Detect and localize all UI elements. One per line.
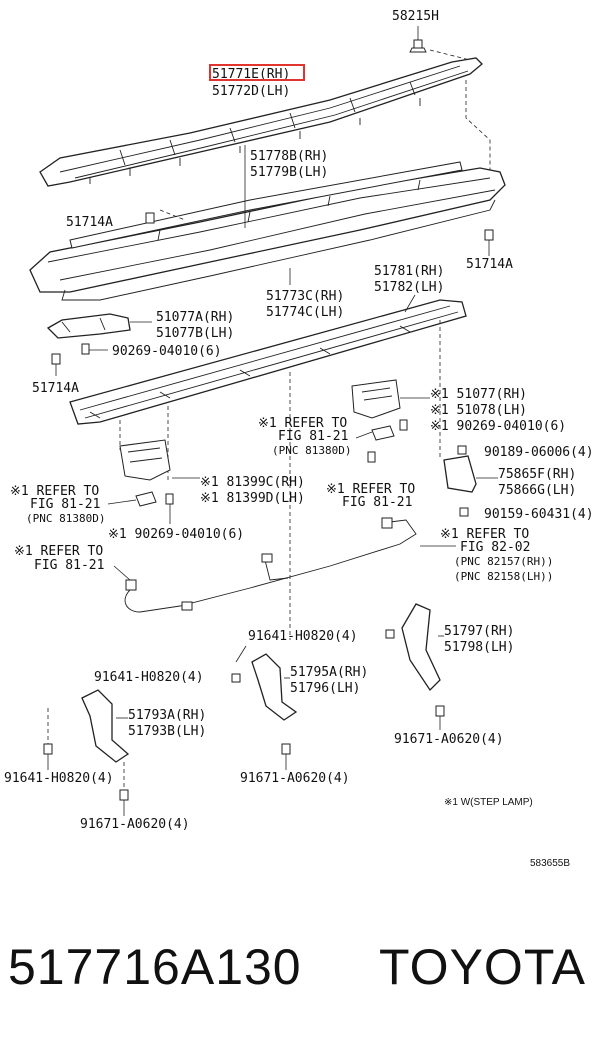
step-bracket-51795A[interactable] xyxy=(251,653,298,721)
step-board-part[interactable] xyxy=(29,167,506,301)
step-bracket-51793A[interactable] xyxy=(81,689,130,763)
callout-51781: 51781(RH) xyxy=(374,264,444,279)
callout-51714A-left: 51714A xyxy=(66,215,113,230)
ref-note-3-line2: FIG 81-21 xyxy=(30,497,100,512)
bolt-51714A-right[interactable] xyxy=(484,229,494,241)
callout-90269-right: ※1 90269-04010(6) xyxy=(430,419,566,434)
callout-51714A-bottom: 51714A xyxy=(32,381,79,396)
ref-note-1-line3: (PNC 81380D) xyxy=(272,444,351,457)
bolt-91671-right[interactable] xyxy=(435,705,445,730)
ref-note-5-line4: (PNC 82158(LH)) xyxy=(454,570,553,583)
ref-note-2-line2: FIG 81-21 xyxy=(342,495,412,510)
ref-note-5-line3: (PNC 82157(RH)) xyxy=(454,555,553,568)
screw-90269-mid[interactable] xyxy=(165,493,174,524)
callout-81399C: ※1 81399C(RH) xyxy=(200,475,305,490)
lamp-cover-75865F[interactable] xyxy=(443,455,477,493)
clip-58215H[interactable] xyxy=(409,39,427,53)
footer: 517716A130 TOYOTA xyxy=(0,938,600,1008)
callout-51774C: 51774C(LH) xyxy=(266,305,344,320)
ref-note-1-line1: ※1 REFER TO xyxy=(258,416,347,431)
callout-91641-left: 91641-H0820(4) xyxy=(94,670,204,685)
clip-90159[interactable] xyxy=(459,507,469,517)
ref-note-4-line1: ※1 REFER TO xyxy=(14,544,103,559)
ref-note-5-line1: ※1 REFER TO xyxy=(440,527,529,542)
bolt-91641-mid[interactable] xyxy=(231,673,241,683)
bolt-51714A-bottom[interactable] xyxy=(51,353,61,376)
callout-90269-mid: ※1 90269-04010(6) xyxy=(108,527,244,542)
callout-51773C: 51773C(RH) xyxy=(266,289,344,304)
callout-90189: 90189-06006(4) xyxy=(484,445,594,460)
highlight-box xyxy=(209,64,305,81)
bolt-91641-right[interactable] xyxy=(385,629,395,639)
ref-note-3-line3: (PNC 81380D) xyxy=(26,512,105,525)
callout-91641-bottom: 91641-H0820(4) xyxy=(4,771,114,786)
step-cover-part[interactable] xyxy=(39,57,483,187)
callout-91671-left: 91671-A0620(4) xyxy=(80,817,190,832)
screw-lamp-mid[interactable] xyxy=(367,451,376,463)
bracket-51077[interactable] xyxy=(351,379,401,419)
callout-91671-right: 91671-A0620(4) xyxy=(394,732,504,747)
callout-90159: 90159-60431(4) xyxy=(484,507,594,522)
callout-51782: 51782(LH) xyxy=(374,280,444,295)
callout-51077A: 51077A(RH) xyxy=(156,310,234,325)
footnote: ※1 W(STEP LAMP) xyxy=(444,797,533,808)
part-number: 517716A130 xyxy=(8,939,302,995)
lamp-bracket-81399C[interactable] xyxy=(119,439,171,481)
inner-rail-part[interactable] xyxy=(69,161,463,249)
ref-note-1-line2: FIG 81-21 xyxy=(278,429,348,444)
callout-75865F: 75865F(RH) xyxy=(498,467,576,482)
callout-58215H: 58215H xyxy=(392,9,439,24)
brand-name: TOYOTA xyxy=(379,939,586,995)
bolt-91641-left[interactable] xyxy=(43,743,53,770)
ref-note-2-line1: ※1 REFER TO xyxy=(326,482,415,497)
clip-90189[interactable] xyxy=(457,445,467,455)
callout-51714A-right: 51714A xyxy=(466,257,513,272)
callout-51779B: 51779B(LH) xyxy=(250,165,328,180)
callout-51797: 51797(RH) xyxy=(444,624,514,639)
bolt-91671-left[interactable] xyxy=(119,789,129,816)
screw-90269-left[interactable] xyxy=(81,343,108,355)
screw-90269-right[interactable] xyxy=(399,419,408,431)
ref-note-4-line2: FIG 81-21 xyxy=(34,558,104,573)
callout-90269-left: 90269-04010(6) xyxy=(112,344,222,359)
lamp-clip-right[interactable] xyxy=(371,425,395,441)
lamp-clip-left[interactable] xyxy=(135,491,157,507)
ref-note-3-line1: ※1 REFER TO xyxy=(10,484,99,499)
callout-51793A: 51793A(RH) xyxy=(128,708,206,723)
callout-51796: 51796(LH) xyxy=(290,681,360,696)
callout-51077: ※1 51077(RH) xyxy=(430,387,527,402)
callout-51078: ※1 51078(LH) xyxy=(430,403,527,418)
callout-75866G: 75866G(LH) xyxy=(498,483,576,498)
bolt-51714A-left[interactable] xyxy=(145,212,155,224)
callout-81399D: ※1 81399D(LH) xyxy=(200,491,305,506)
callout-51778B: 51778B(RH) xyxy=(250,149,328,164)
callout-51772D: 51772D(LH) xyxy=(212,84,290,99)
step-frame-rail[interactable] xyxy=(69,299,467,425)
callout-91641-mid: 91641-H0820(4) xyxy=(248,629,358,644)
callout-91671-mid: 91671-A0620(4) xyxy=(240,771,350,786)
diagram-id: 583655B xyxy=(530,858,570,869)
callout-51798: 51798(LH) xyxy=(444,640,514,655)
ref-note-5-line2: FIG 82-02 xyxy=(460,540,530,555)
callout-51771E: 51771E(RH) xyxy=(212,67,290,82)
end-bracket-51077A[interactable] xyxy=(46,313,131,339)
bolt-91671-mid[interactable] xyxy=(281,743,291,770)
callout-51077B: 51077B(LH) xyxy=(156,326,234,341)
step-bracket-51797[interactable] xyxy=(401,603,441,692)
wire-harness[interactable] xyxy=(124,517,417,613)
callout-51793B: 51793B(LH) xyxy=(128,724,206,739)
callout-51795A: 51795A(RH) xyxy=(290,665,368,680)
